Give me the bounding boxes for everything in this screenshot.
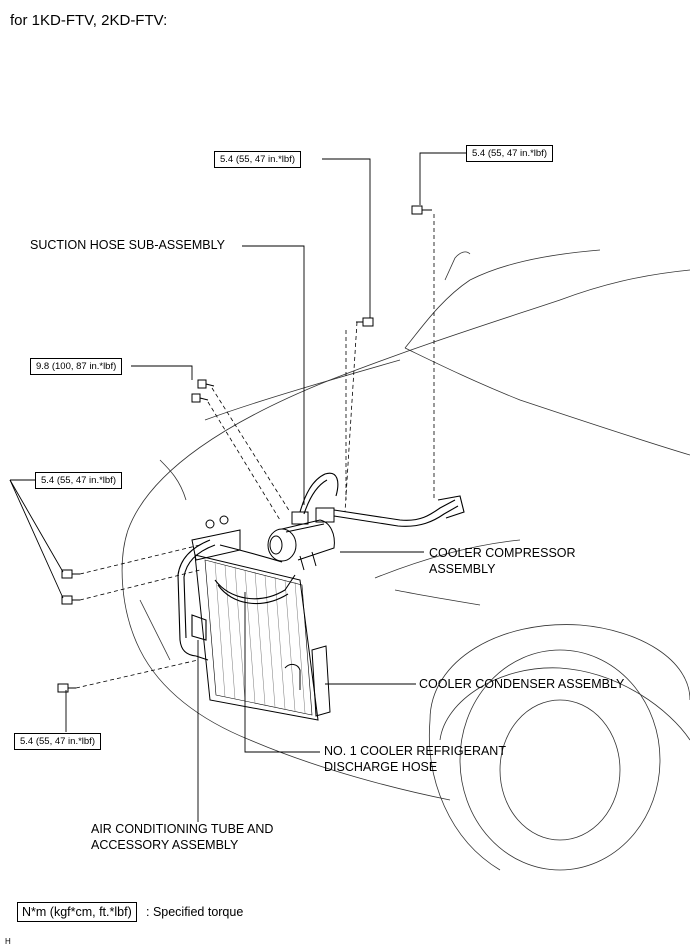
legend-symbol: N*m (kgf*cm, ft.*lbf) (17, 902, 137, 922)
condenser-core (194, 554, 331, 721)
label-ac-tube-line1: AIR CONDITIONING TUBE AND (91, 822, 274, 836)
wheel-outline (428, 624, 690, 871)
label-ac-tube-line2: ACCESSORY ASSEMBLY (91, 838, 239, 852)
torque-box-condenser-upper: 5.4 (55, 47 in.*lbf) (35, 472, 122, 489)
bolts (57, 205, 432, 693)
label-discharge-hose-line1: NO. 1 COOLER REFRIGERANT (324, 744, 506, 758)
suction-hose (299, 472, 465, 527)
bolt-hose-1 (197, 379, 215, 389)
label-compressor-line2: ASSEMBLY (429, 562, 496, 576)
vehicle-body-outline (121, 249, 690, 801)
bolt-condenser-2 (61, 595, 80, 605)
legend-description: : Specified torque (146, 905, 244, 919)
compressor (267, 507, 335, 571)
discharge-hose (214, 544, 296, 605)
bolt-compressor-top (356, 317, 374, 327)
page-heading: for 1KD-FTV, 2KD-FTV: (10, 12, 168, 29)
label-discharge-hose-line2: DISCHARGE HOSE (324, 760, 438, 774)
bolt-bracket-right (411, 205, 432, 215)
install-lines (75, 214, 435, 689)
label-suction-hose: SUCTION HOSE SUB-ASSEMBLY (30, 238, 225, 252)
figure-id: H (5, 937, 11, 946)
label-compressor-line1: COOLER COMPRESSOR (429, 546, 576, 560)
bolt-condenser-lower (57, 683, 76, 693)
torque-box-condenser-lower: 5.4 (55, 47 in.*lbf) (14, 733, 101, 750)
label-condenser: COOLER CONDENSER ASSEMBLY (419, 677, 625, 691)
bolt-hose-2 (191, 393, 209, 403)
torque-box-bracket-right: 5.4 (55, 47 in.*lbf) (466, 145, 553, 162)
bolt-condenser-1 (61, 569, 80, 579)
mounting-bracket (191, 515, 241, 561)
torque-box-compressor-top: 5.4 (55, 47 in.*lbf) (214, 151, 301, 168)
leader-lines (9, 152, 466, 822)
torque-box-hose: 9.8 (100, 87 in.*lbf) (30, 358, 123, 375)
